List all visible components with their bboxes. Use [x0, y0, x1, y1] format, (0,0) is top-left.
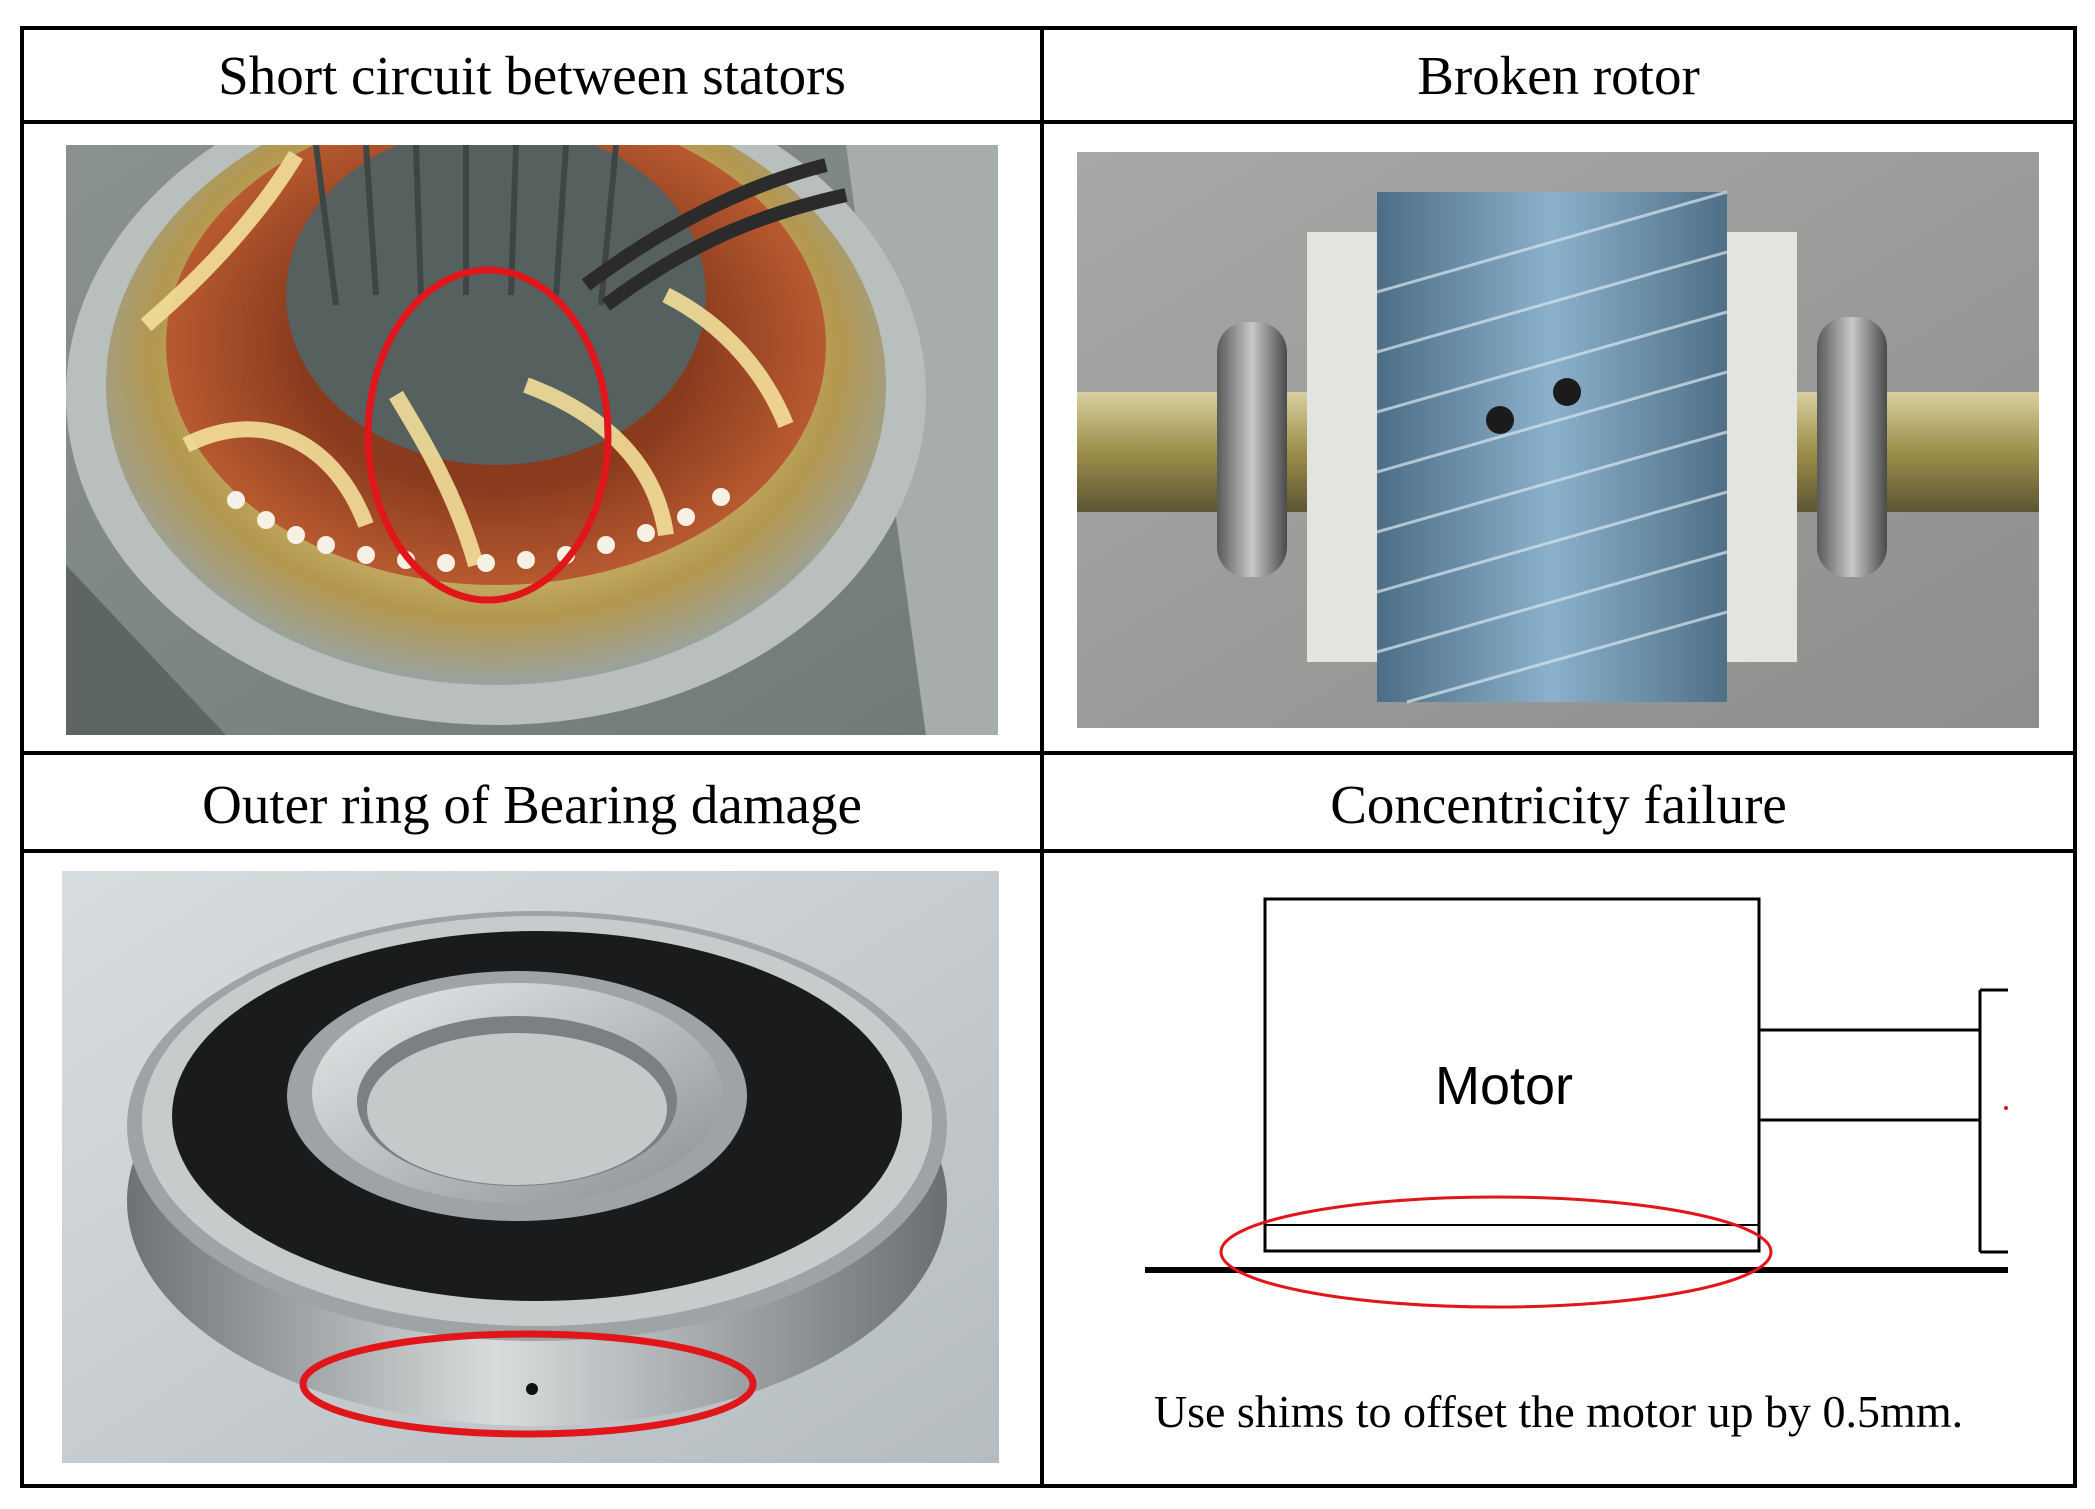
title-bearing-damage: Outer ring of Bearing damage: [202, 774, 862, 835]
misalignment-diagram: [1100, 880, 2020, 1310]
header-divider-bottom: [20, 849, 2077, 853]
title-short-circuit: Short circuit between stators: [218, 45, 846, 106]
bearing-photo: [62, 871, 999, 1463]
header-divider-top: [20, 120, 2077, 124]
title-concentricity: Concentricity failure: [1330, 774, 1787, 835]
rotor-photo: [1077, 152, 2039, 728]
motor-label: Motor: [1435, 1056, 1574, 1116]
stator-winding-photo: [66, 145, 998, 735]
highlight-ellipse: [1219, 1195, 1773, 1309]
figure-table: [20, 26, 2077, 1488]
column-divider: [1040, 26, 1044, 1488]
title-broken-rotor: Broken rotor: [1417, 45, 1700, 106]
motor-body: [1263, 897, 1761, 1253]
diagram-caption: Use shims to offset the motor up by 0.5m…: [1153, 1386, 1964, 1437]
row-divider: [20, 751, 2077, 755]
